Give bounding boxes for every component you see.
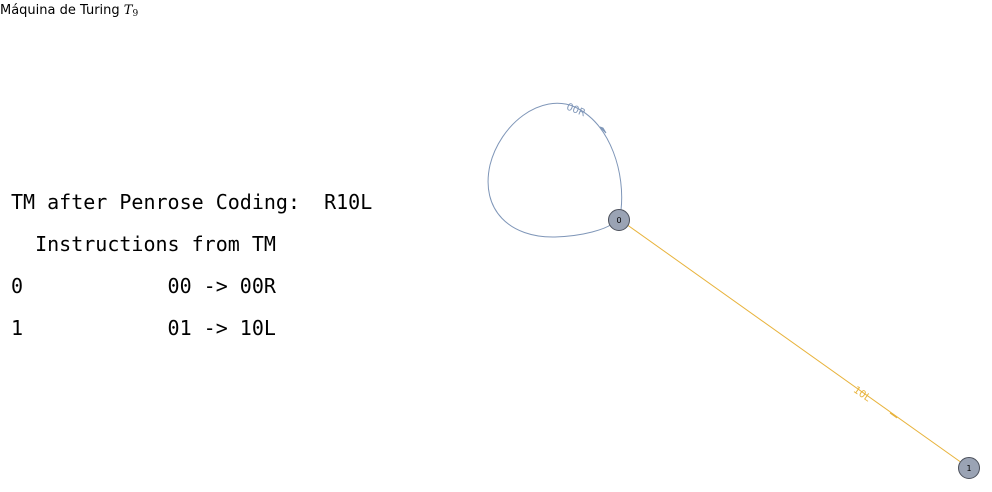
instruction-row-1: 1 01 -> 10L [11, 316, 276, 340]
node-1-label: 1 [966, 464, 971, 473]
node-0: 0 [608, 209, 630, 231]
node-1: 1 [958, 457, 980, 479]
edge-0-1 [625, 223, 963, 464]
edge-0-0-label: 00R [565, 102, 587, 120]
title-math-symbol: T9 [123, 3, 139, 19]
figure-title: Máquina de Turing T9 [0, 3, 138, 19]
instruction-row-0: 0 00 -> 00R [11, 274, 276, 298]
instruction-panel: TM after Penrose Coding: R10L Instructio… [11, 0, 372, 340]
edge-0-0-arrow [599, 126, 607, 134]
edge-0-0 [487, 102, 623, 238]
edge-0-1-label: 10L [851, 385, 873, 405]
instructions-heading: Instructions from TM [11, 232, 276, 256]
node-0-label: 0 [616, 216, 621, 225]
title-subscript: 9 [132, 9, 139, 19]
title-prefix: Máquina de Turing [0, 3, 124, 18]
title-symbol: T [123, 3, 133, 18]
coding-heading: TM after Penrose Coding: R10L [11, 190, 373, 214]
edge-0-1-arrow [889, 412, 898, 419]
